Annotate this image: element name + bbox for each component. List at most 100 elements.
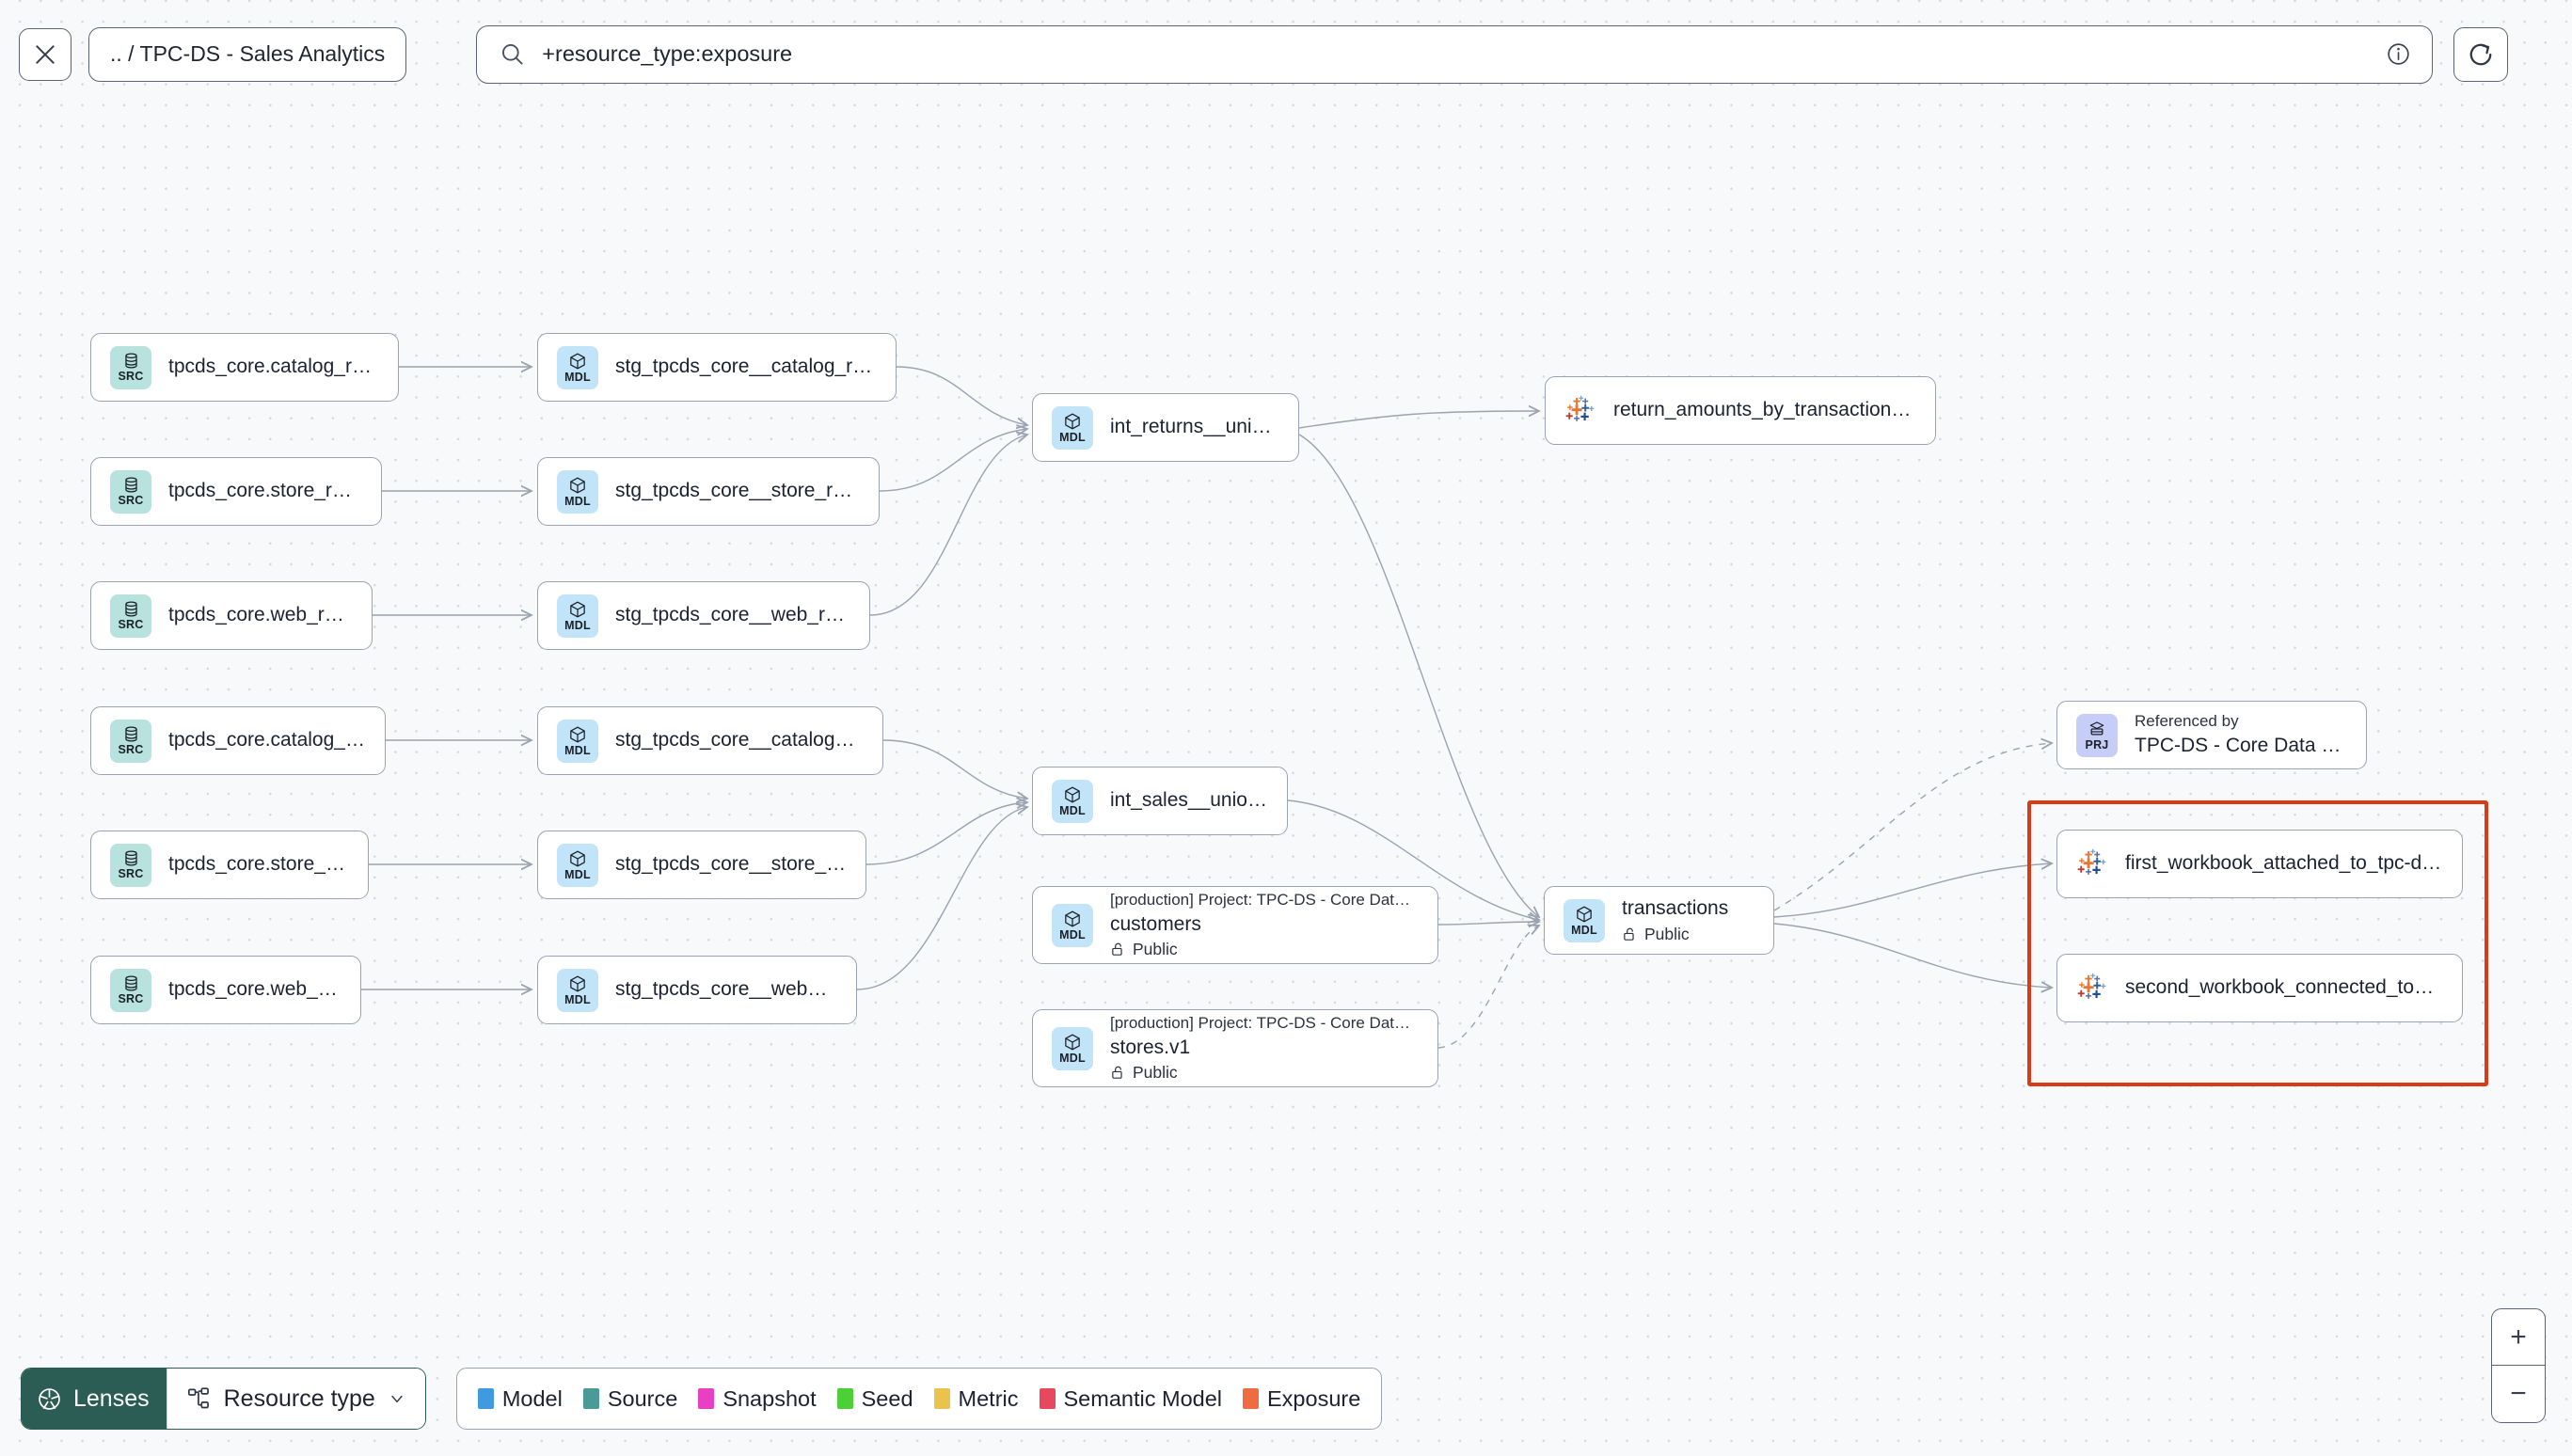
zoom-out-button[interactable]: − — [2510, 1378, 2527, 1409]
close-button[interactable] — [19, 27, 71, 81]
node-body: tpcds_core.store_sales — [168, 852, 349, 877]
node-label: stg_tpcds_core__web_returns — [615, 604, 850, 626]
node-label: transactions — [1622, 897, 1729, 920]
node-label: first_workbook_attached_to_tpc-ds_-_… — [2125, 852, 2443, 875]
database-icon — [124, 850, 137, 866]
resource-type-legend: Model Source Snapshot Seed Metric Semantic Mo… — [455, 1368, 1383, 1430]
graph-node-src_store_sales[interactable]: SRC tpcds_core.store_sales — [90, 831, 369, 899]
legend-label: Metric — [958, 1385, 1019, 1411]
node-body: stg_tpcds_core__catalog_sales — [615, 728, 864, 752]
legend-item-exposure[interactable]: Exposure — [1243, 1386, 1360, 1412]
project-icon — [2089, 721, 2104, 736]
database-icon — [124, 601, 137, 617]
resource-type-dropdown[interactable]: Resource type — [166, 1369, 425, 1429]
cube-icon — [1065, 910, 1080, 927]
node-label: stg_tpcds_core__web_sales — [615, 978, 837, 1001]
badge-label: MDL — [1059, 927, 1086, 942]
legend-label: Snapshot — [722, 1385, 817, 1411]
database-icon — [124, 975, 137, 991]
legend-item-metric[interactable]: Metric — [933, 1385, 1019, 1412]
legend-item-seed[interactable]: Seed — [836, 1386, 913, 1412]
database-icon — [124, 477, 137, 493]
breadcrumb[interactable]: .. / TPC-DS - Sales Analytics — [88, 26, 407, 82]
node-body: tpcds_core.catalog_sales — [168, 728, 366, 752]
unlock-icon — [1624, 927, 1634, 941]
resource-type-label: Resource type — [223, 1385, 375, 1412]
lenses-group: Lenses Resource type — [21, 1368, 426, 1430]
badge-source: SRC — [110, 593, 151, 638]
legend-item-source[interactable]: Source — [582, 1385, 678, 1412]
tableau-icon — [2077, 848, 2106, 875]
legend-item-semantic-model[interactable]: Semantic Model — [1039, 1386, 1222, 1412]
node-body: stg_tpcds_core__store_sales — [615, 852, 847, 877]
aperture-icon — [39, 1387, 60, 1410]
legend-swatch — [836, 1388, 853, 1409]
close-icon — [36, 44, 55, 64]
graph-node-return_amounts[interactable]: return_amounts_by_transaction_type — [1545, 376, 1936, 445]
graph-node-customers[interactable]: MDL[production] Project: TPC-DS - Core D… — [1032, 886, 1438, 964]
badge-source: SRC — [110, 719, 151, 763]
graph-node-second_workbook[interactable]: second_workbook_connected_to_live… — [2056, 954, 2463, 1022]
tableau-icon — [2077, 973, 2106, 999]
badge-label: SRC — [118, 867, 144, 881]
node-body: [production] Project: TPC-DS - Core Data… — [1110, 1014, 1419, 1083]
node-label: stg_tpcds_core__catalog_returns — [615, 356, 877, 378]
search-input[interactable] — [542, 41, 2370, 67]
database-icon — [124, 726, 137, 742]
cube-icon — [570, 353, 585, 370]
graph-node-src_web_returns[interactable]: SRC tpcds_core.web_returns — [90, 581, 373, 650]
badge-label: MDL — [564, 370, 591, 384]
search-icon — [502, 43, 523, 65]
graph-node-src_store_returns[interactable]: SRC tpcds_core.store_returns — [90, 457, 382, 526]
badge-label: SRC — [118, 494, 144, 508]
node-label: tpcds_core.web_returns — [168, 604, 353, 626]
legend-item-model[interactable]: Model — [477, 1386, 563, 1412]
badge-model: MDL — [1052, 779, 1093, 823]
node-visibility: Public — [1622, 925, 1728, 944]
zoom-controls[interactable]: + − — [2491, 1308, 2546, 1423]
cube-icon — [570, 601, 585, 618]
info-icon[interactable] — [2386, 41, 2411, 67]
node-label: stg_tpcds_core__catalog_sales — [615, 729, 864, 752]
graph-node-stg_catalog_returns[interactable]: MDL stg_tpcds_core__catalog_returns — [537, 333, 897, 402]
badge-label: MDL — [564, 992, 591, 1006]
zoom-in-button[interactable]: + — [2492, 1309, 2545, 1366]
refresh-button[interactable] — [2453, 26, 2509, 82]
node-subtitle: Referenced by — [2135, 711, 2239, 730]
node-label: tpcds_core.store_returns — [168, 480, 362, 502]
graph-node-first_workbook[interactable]: first_workbook_attached_to_tpc-ds_-_… — [2056, 830, 2463, 898]
search-bar[interactable] — [476, 24, 2434, 84]
graph-node-src_catalog_sales[interactable]: SRC tpcds_core.catalog_sales — [90, 706, 386, 775]
legend-item-snapshot[interactable]: Snapshot — [698, 1385, 817, 1412]
cube-icon — [570, 726, 585, 743]
badge-source: SRC — [110, 843, 151, 887]
cube-icon — [570, 477, 585, 494]
node-label: int_returns__unioned — [1110, 416, 1279, 438]
unlock-icon — [1112, 1066, 1122, 1079]
graph-node-stores_v1[interactable]: MDL[production] Project: TPC-DS - Core D… — [1032, 1009, 1438, 1087]
lenses-button[interactable]: Lenses — [22, 1369, 167, 1429]
badge-label: SRC — [118, 743, 144, 757]
node-label: customers — [1110, 912, 1201, 935]
legend-label: Source — [607, 1385, 678, 1411]
badge-label: MDL — [564, 618, 591, 632]
breadcrumb-label: .. / TPC-DS - Sales Analytics — [110, 41, 386, 66]
cube-icon — [1065, 413, 1080, 430]
badge-label: MDL — [1059, 803, 1086, 817]
node-visibility: Public — [1110, 940, 1419, 959]
graph-node-stg_web_returns[interactable]: MDL stg_tpcds_core__web_returns — [537, 581, 870, 650]
node-label: tpcds_core.store_sales — [168, 853, 349, 876]
node-subtitle: [production] Project: TPC-DS - Core Data… — [1110, 1013, 1419, 1032]
graph-node-stg_web_sales[interactable]: MDL stg_tpcds_core__web_sales — [537, 956, 857, 1024]
